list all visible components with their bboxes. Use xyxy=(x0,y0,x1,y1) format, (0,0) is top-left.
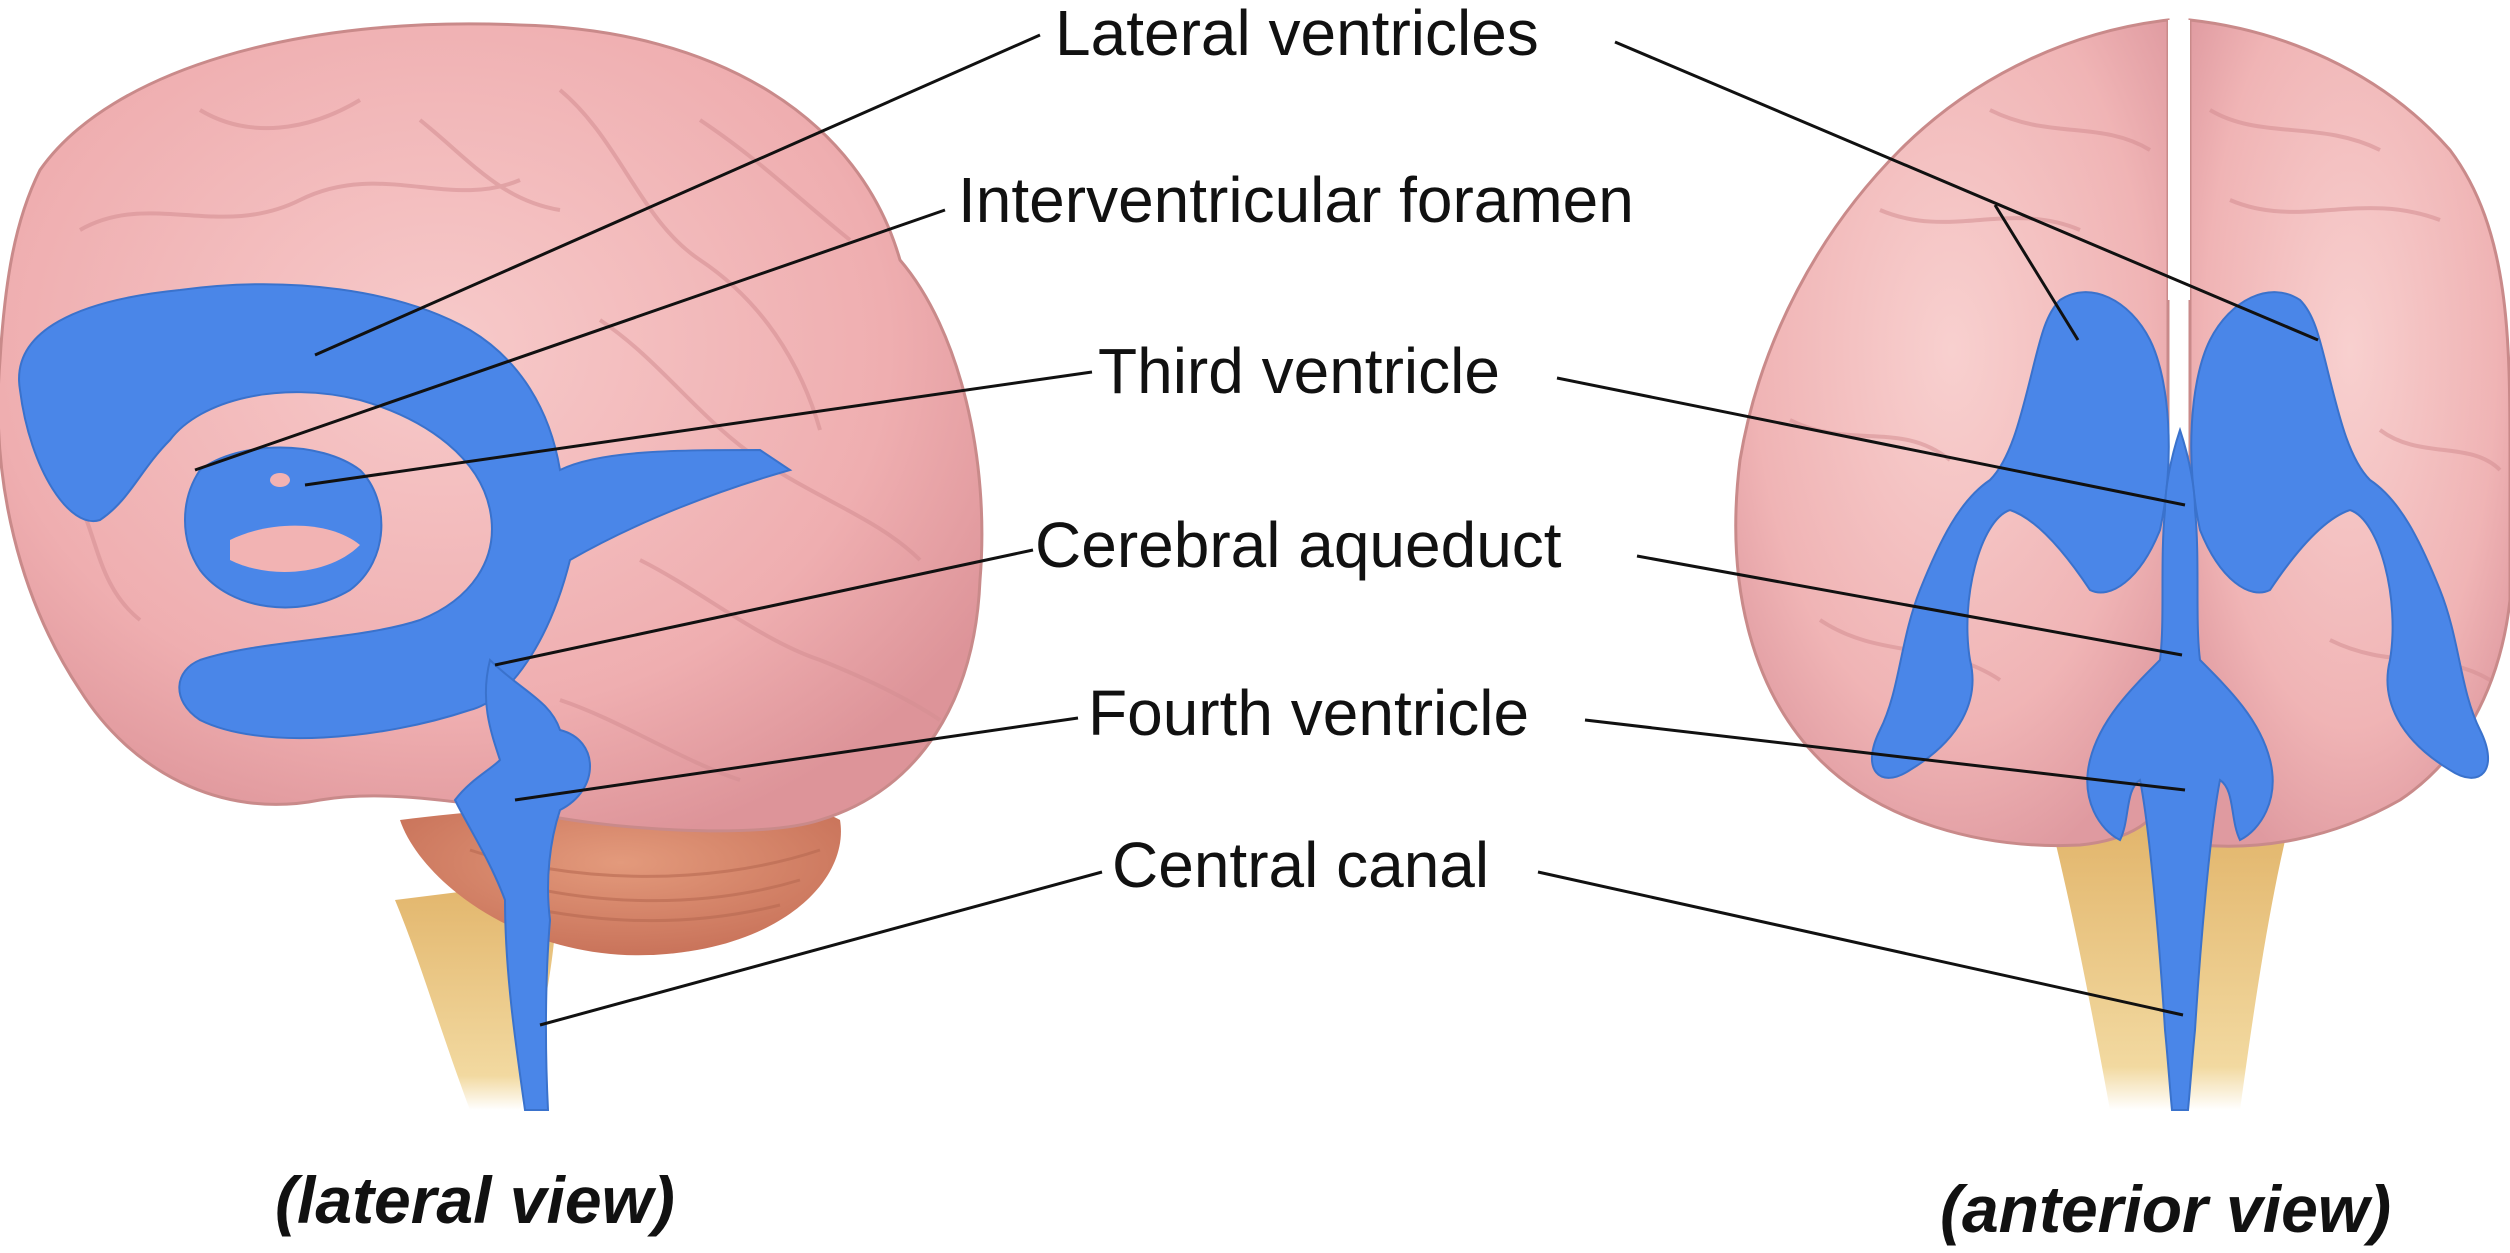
leader-lines xyxy=(194,33,2319,1027)
leader-interventricular-foramen xyxy=(194,208,946,472)
leader-lateral-ventricles-right-branch xyxy=(1993,204,2080,341)
label-lateral-ventricles: Lateral ventricles xyxy=(1055,0,1539,69)
anterior-right-lateral-ventricle xyxy=(2190,291,2490,779)
label-interventricular-foramen: Interventricular foramen xyxy=(958,164,1634,236)
caption-lateral-view: (lateral view) xyxy=(275,1163,675,1237)
leader-fourth-ventricle-right xyxy=(1584,718,2186,792)
leader-central-canal-right xyxy=(1537,870,2184,1017)
label-cerebral-aqueduct: Cerebral aqueduct xyxy=(1035,509,1562,581)
anterior-left-lateral-ventricle xyxy=(1870,291,2170,779)
label-third-ventricle: Third ventricle xyxy=(1098,335,1500,407)
leader-lateral-ventricles-right xyxy=(1614,40,2319,342)
label-fourth-ventricle: Fourth ventricle xyxy=(1088,677,1529,749)
longitudinal-fissure xyxy=(2168,20,2190,300)
lateral-ventricle-shape xyxy=(18,283,793,740)
leader-fourth-ventricle-left xyxy=(514,716,1079,802)
leader-cerebral-aqueduct-left xyxy=(494,548,1034,667)
leader-third-ventricle-right xyxy=(1556,376,2186,507)
anterior-view-brain xyxy=(1734,18,2510,1110)
anterior-midline-ventricles xyxy=(2086,426,2274,1111)
leader-cerebral-aqueduct-right xyxy=(1636,554,2183,657)
anterior-view-ventricles xyxy=(1870,291,2490,1111)
brainstem-ventricle-shape xyxy=(453,658,591,1111)
anterior-left-hemisphere xyxy=(1734,18,2170,848)
label-central-canal: Central canal xyxy=(1112,829,1489,901)
leader-third-ventricle-left xyxy=(304,370,1093,487)
caption-anterior-view: (anterior view) xyxy=(1940,1172,2391,1246)
leader-central-canal-left xyxy=(539,870,1103,1027)
leader-lateral-ventricles-left xyxy=(314,33,1041,357)
lateral-ventricle-openings xyxy=(230,473,360,572)
